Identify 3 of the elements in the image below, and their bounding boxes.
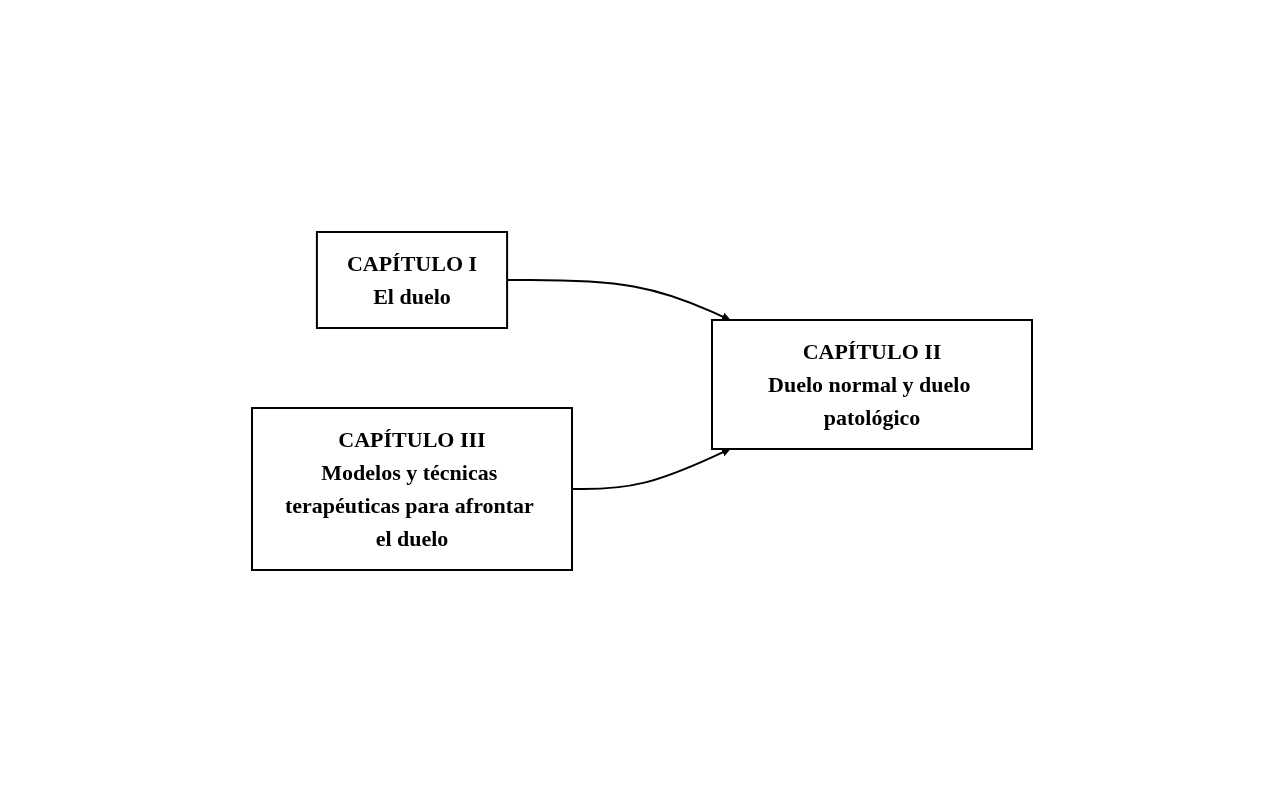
node-box: CAPÍTULO II Duelo normal y duelo patológico: [710, 318, 1033, 450]
node-box: CAPÍTULO III Modelos y técnicas terapéuticas para afrontar el duelo: [250, 406, 573, 571]
node-box: CAPÍTULO I El duelo: [315, 230, 508, 329]
